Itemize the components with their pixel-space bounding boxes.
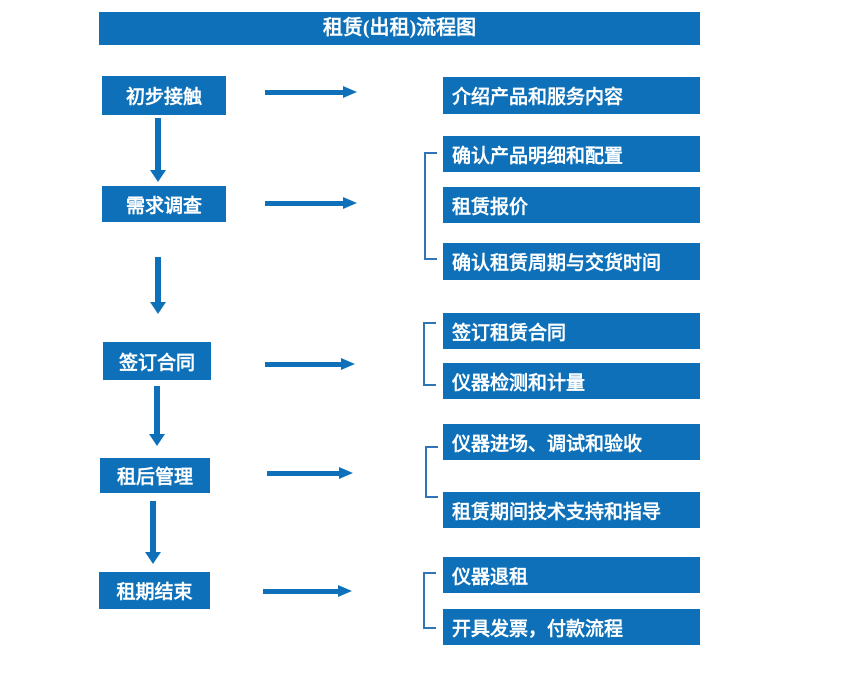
output-box-instrument-testing-calibration: 仪器检测和计量 bbox=[443, 363, 700, 399]
output-box-confirm-rental-period-delivery: 确认租赁周期与交货时间 bbox=[443, 243, 700, 280]
output-box-rental-quotation: 租赁报价 bbox=[443, 187, 700, 223]
arrow-head bbox=[150, 170, 166, 182]
step-box-demand-survey: 需求调查 bbox=[102, 186, 226, 222]
arrow-head bbox=[149, 434, 165, 446]
arrow-head bbox=[343, 86, 357, 98]
arrow-right-icon bbox=[265, 197, 357, 210]
output-box-technical-support-guidance: 租赁期间技术支持和指导 bbox=[443, 492, 700, 528]
output-box-instrument-return: 仪器退租 bbox=[443, 557, 700, 593]
output-box-invoice-payment-process: 开具发票，付款流程 bbox=[443, 609, 700, 645]
step-box-rental-end: 租期结束 bbox=[99, 572, 210, 609]
arrow-down-icon bbox=[149, 386, 165, 446]
group-bracket-rental-end bbox=[423, 572, 436, 629]
arrow-head bbox=[338, 585, 352, 597]
arrow-head bbox=[339, 467, 353, 479]
step-box-initial-contact: 初步接触 bbox=[102, 76, 226, 115]
output-box-confirm-product-details: 确认产品明细和配置 bbox=[443, 136, 700, 172]
arrow-shaft bbox=[155, 118, 161, 171]
arrow-down-icon bbox=[150, 257, 166, 314]
arrow-shaft bbox=[265, 201, 344, 206]
arrow-shaft bbox=[155, 257, 161, 303]
group-bracket-demand-survey bbox=[424, 152, 437, 260]
flowchart-title: 租赁(出租)流程图 bbox=[99, 12, 700, 45]
output-box-sign-rental-contract: 签订租赁合同 bbox=[443, 313, 700, 349]
arrow-shaft bbox=[267, 471, 340, 476]
arrow-right-icon bbox=[265, 358, 355, 371]
arrow-down-icon bbox=[145, 501, 161, 564]
arrow-head bbox=[145, 552, 161, 564]
arrow-shaft bbox=[265, 362, 342, 367]
output-box-introduce-products-services: 介绍产品和服务内容 bbox=[443, 77, 700, 114]
group-bracket-sign-contract bbox=[423, 322, 436, 386]
arrow-head bbox=[343, 197, 357, 209]
arrow-right-icon bbox=[263, 585, 352, 598]
arrow-down-icon bbox=[150, 118, 166, 182]
arrow-shaft bbox=[265, 90, 344, 95]
arrow-head bbox=[150, 302, 166, 314]
arrow-right-icon bbox=[265, 86, 357, 99]
step-box-post-rental-management: 租后管理 bbox=[100, 458, 210, 493]
step-box-sign-contract: 签订合同 bbox=[103, 342, 211, 380]
group-bracket-post-rental bbox=[425, 446, 438, 498]
arrow-shaft bbox=[154, 386, 160, 435]
arrow-shaft bbox=[150, 501, 156, 553]
arrow-head bbox=[341, 358, 355, 370]
output-box-instrument-setup-acceptance: 仪器进场、调试和验收 bbox=[443, 424, 700, 460]
arrow-right-icon bbox=[267, 467, 353, 480]
arrow-shaft bbox=[263, 589, 339, 594]
